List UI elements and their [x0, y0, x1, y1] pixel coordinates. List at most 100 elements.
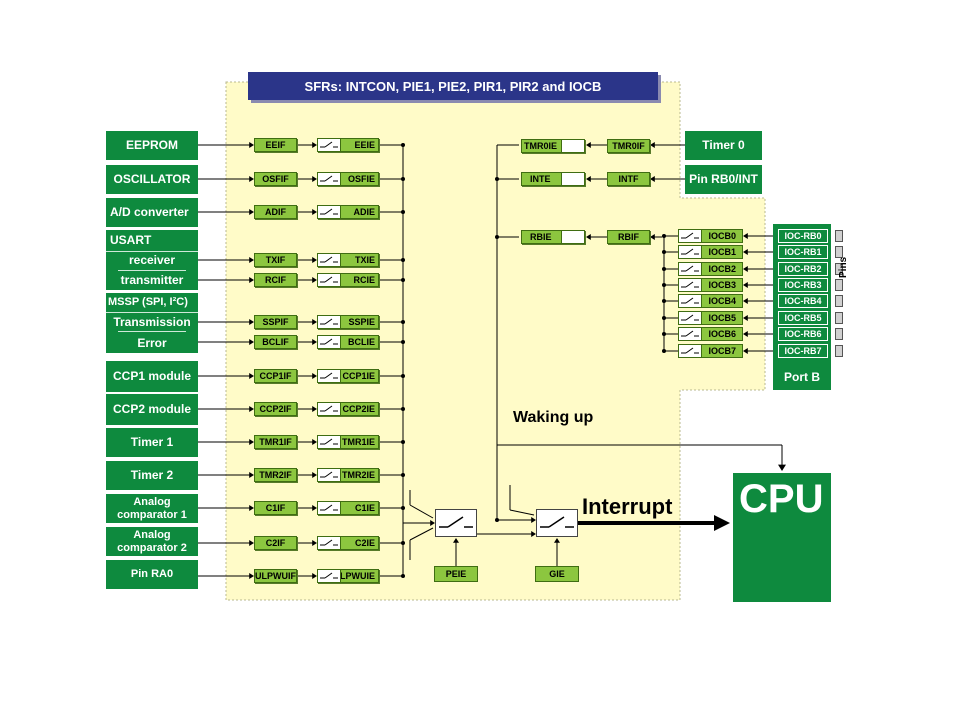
junction-dot	[662, 283, 666, 287]
switch-icon	[318, 274, 341, 286]
iocb-0: IOCB0	[678, 229, 743, 243]
junction-dot	[662, 267, 666, 271]
junction-dot	[495, 518, 499, 522]
switch-icon	[318, 436, 341, 448]
arrowhead	[743, 348, 748, 354]
switch-icon	[318, 139, 341, 151]
ioc-rb-4: IOC-RB4	[777, 293, 829, 309]
enable-rcie: RCIE	[317, 273, 379, 287]
junction-dot	[662, 299, 666, 303]
arrowhead	[312, 319, 317, 325]
switch-icon	[679, 230, 702, 242]
gie-gate	[536, 509, 578, 537]
enable-label: CCP2IE	[342, 404, 375, 414]
junction-dot	[662, 349, 666, 353]
junction-dot	[401, 440, 405, 444]
junction-dot	[401, 407, 405, 411]
cpu-block: CPU	[733, 473, 831, 602]
flag-tmr0if: TMR0IF	[607, 139, 650, 153]
pin-3	[835, 279, 843, 291]
ioc-rb-1: IOC-RB1	[777, 244, 829, 260]
arrowhead	[743, 282, 748, 288]
iocb-7: IOCB7	[678, 344, 743, 358]
arrowhead	[249, 439, 254, 445]
flag-tmr1if: TMR1IF	[254, 435, 297, 449]
usart-divider-top	[106, 251, 198, 252]
switch-icon	[679, 279, 702, 291]
source-timer1: Timer 1	[106, 428, 198, 457]
source-usart: USART receiver transmitter	[106, 230, 198, 290]
arrowhead	[650, 234, 655, 240]
iocb-label: IOCB4	[708, 296, 736, 306]
enable-label: C1IE	[354, 503, 375, 513]
enable-ulpwuie: ULPWUIE	[317, 569, 379, 583]
usart-divider	[118, 270, 186, 271]
source-mssp: MSSP (SPI, I²C) Transmission Error	[106, 293, 198, 353]
switch-icon	[561, 231, 584, 243]
flag-eeif: EEIF	[254, 138, 297, 152]
ioc-rb-0: IOC-RB0	[777, 228, 829, 244]
flag-rcif: RCIF	[254, 273, 297, 287]
switch-icon	[318, 370, 341, 382]
arrowhead	[249, 257, 254, 263]
junction-dot	[401, 177, 405, 181]
arrowhead	[743, 298, 748, 304]
arrowhead	[586, 176, 591, 182]
arrowhead	[249, 339, 254, 345]
flag-bclif: BCLIF	[254, 335, 297, 349]
wire	[409, 527, 434, 541]
pin-1	[835, 246, 843, 258]
rbie-label: RBIE	[530, 232, 552, 242]
arrowhead	[312, 339, 317, 345]
flag-ccp1if: CCP1IF	[254, 369, 297, 383]
source-timer0: Timer 0	[685, 131, 762, 160]
switch-icon	[679, 328, 702, 340]
ioc-rb-5: IOC-RB5	[777, 310, 829, 326]
arrowhead	[650, 142, 655, 148]
interrupt-label: Interrupt	[582, 494, 673, 519]
arrowhead	[312, 439, 317, 445]
arrowhead	[531, 517, 536, 523]
source-ccp1: CCP1 module	[106, 361, 198, 392]
enable-label: TXIE	[354, 255, 375, 265]
flag-ulpwuif: ULPWUIF	[254, 569, 297, 583]
flag-osfif: OSFIF	[254, 172, 297, 186]
junction-dot	[662, 234, 666, 238]
inte-label: INTE	[530, 174, 551, 184]
peie-gate	[435, 509, 477, 537]
junction-dot	[495, 177, 499, 181]
flag-c2if: C2IF	[254, 536, 297, 550]
arrowhead	[249, 319, 254, 325]
arrowhead	[778, 464, 786, 471]
arrowhead	[743, 331, 748, 337]
pin-0	[835, 230, 843, 242]
mssp-label: MSSP (SPI, I²C)	[108, 296, 188, 308]
arrowhead	[249, 540, 254, 546]
enable-ccp2ie: CCP2IE	[317, 402, 379, 416]
source-ccp2: CCP2 module	[106, 394, 198, 425]
enable-label: BCLIE	[348, 337, 375, 347]
arrowhead	[249, 505, 254, 511]
sfr-title: SFRs: INTCON, PIE1, PIE2, PIR1, PIR2 and…	[248, 72, 658, 100]
mssp-divider	[118, 331, 186, 332]
junction-dot	[401, 258, 405, 262]
enable-label: ADIE	[353, 207, 375, 217]
comparator2-line2: comparator 2	[117, 541, 187, 554]
enable-label: TMR1IE	[341, 437, 375, 447]
source-oscillator: OSCILLATOR	[106, 165, 198, 194]
usart-receiver-label: receiver	[128, 253, 176, 267]
arrowhead	[312, 505, 317, 511]
iocb-label: IOCB0	[708, 231, 736, 241]
switch-icon	[318, 173, 341, 185]
ioc-rb-6: IOC-RB6	[777, 326, 829, 342]
junction-dot	[401, 374, 405, 378]
enable-c2ie: C2IE	[317, 536, 379, 550]
arrowhead	[249, 406, 254, 412]
enable-label: SSPIE	[348, 317, 375, 327]
wire	[509, 509, 535, 516]
switch-icon	[679, 295, 702, 307]
gie-label: GIE	[535, 566, 579, 582]
iocb-label: IOCB6	[708, 329, 736, 339]
pin-7	[835, 345, 843, 357]
arrowhead	[312, 142, 317, 148]
